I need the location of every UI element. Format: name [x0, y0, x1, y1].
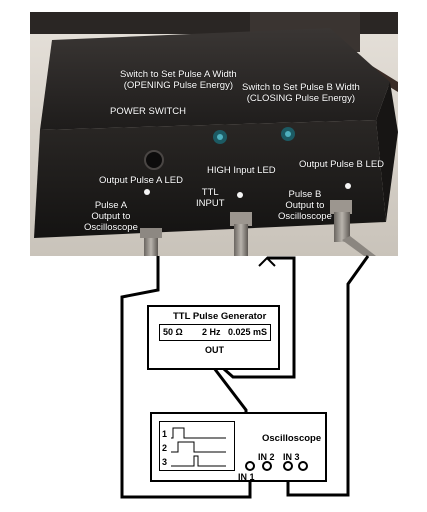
channel-1-label: 1: [162, 429, 168, 439]
ttl-pulse-generator: TTL Pulse Generator 50 Ω 2 Hz 0.025 mS O…: [147, 305, 280, 370]
oscilloscope-screen: 1 2 3: [159, 421, 235, 471]
label-high-input-led: HIGH Input LED: [207, 165, 276, 176]
generator-display: 50 Ω 2 Hz 0.025 mS: [159, 324, 271, 341]
oscilloscope: 1 2 3 Oscilloscope IN 2 IN 3 IN 1: [150, 412, 327, 482]
device-photo: Switch to Set Pulse A Width (OPENING Pul…: [30, 12, 398, 256]
generator-frequency: 2 Hz: [202, 327, 221, 337]
input-label-in2: IN 2: [258, 452, 275, 462]
label-switch-b: Switch to Set Pulse B Width (CLOSING Pul…: [242, 82, 360, 104]
oscilloscope-traces: [171, 427, 226, 467]
trace-2: [171, 441, 226, 453]
label-ttl-input: TTL INPUT: [196, 187, 225, 209]
trace-1: [171, 427, 226, 439]
wire-pulse-b: [286, 255, 370, 497]
channel-2-label: 2: [162, 443, 168, 453]
input-label-in1: IN 1: [238, 472, 255, 482]
trace-3: [171, 455, 226, 467]
input-label-in3: IN 3: [283, 452, 300, 462]
generator-pulse-width: 0.025 mS: [228, 327, 268, 337]
oscilloscope-title: Oscilloscope: [262, 433, 322, 444]
generator-title: TTL Pulse Generator: [173, 311, 267, 322]
label-pulse-a-output: Pulse A Output to Oscilloscope: [84, 200, 138, 233]
channel-3-label: 3: [162, 457, 168, 467]
label-switch-a: Switch to Set Pulse A Width (OPENING Pul…: [120, 69, 237, 91]
label-power-switch: POWER SWITCH: [110, 106, 186, 117]
generator-out-label: OUT: [205, 345, 224, 355]
label-output-pulse-b-led: Output Pulse B LED: [299, 159, 385, 170]
generator-impedance: 50 Ω: [163, 327, 183, 337]
label-pulse-b-output: Pulse B Output to Oscilloscope: [278, 189, 332, 222]
wire-ttl-input: [215, 256, 296, 379]
wire-pulse-a: [120, 256, 252, 499]
device-photo-graphic: [30, 12, 398, 256]
label-output-pulse-a-led: Output Pulse A LED: [99, 175, 183, 186]
